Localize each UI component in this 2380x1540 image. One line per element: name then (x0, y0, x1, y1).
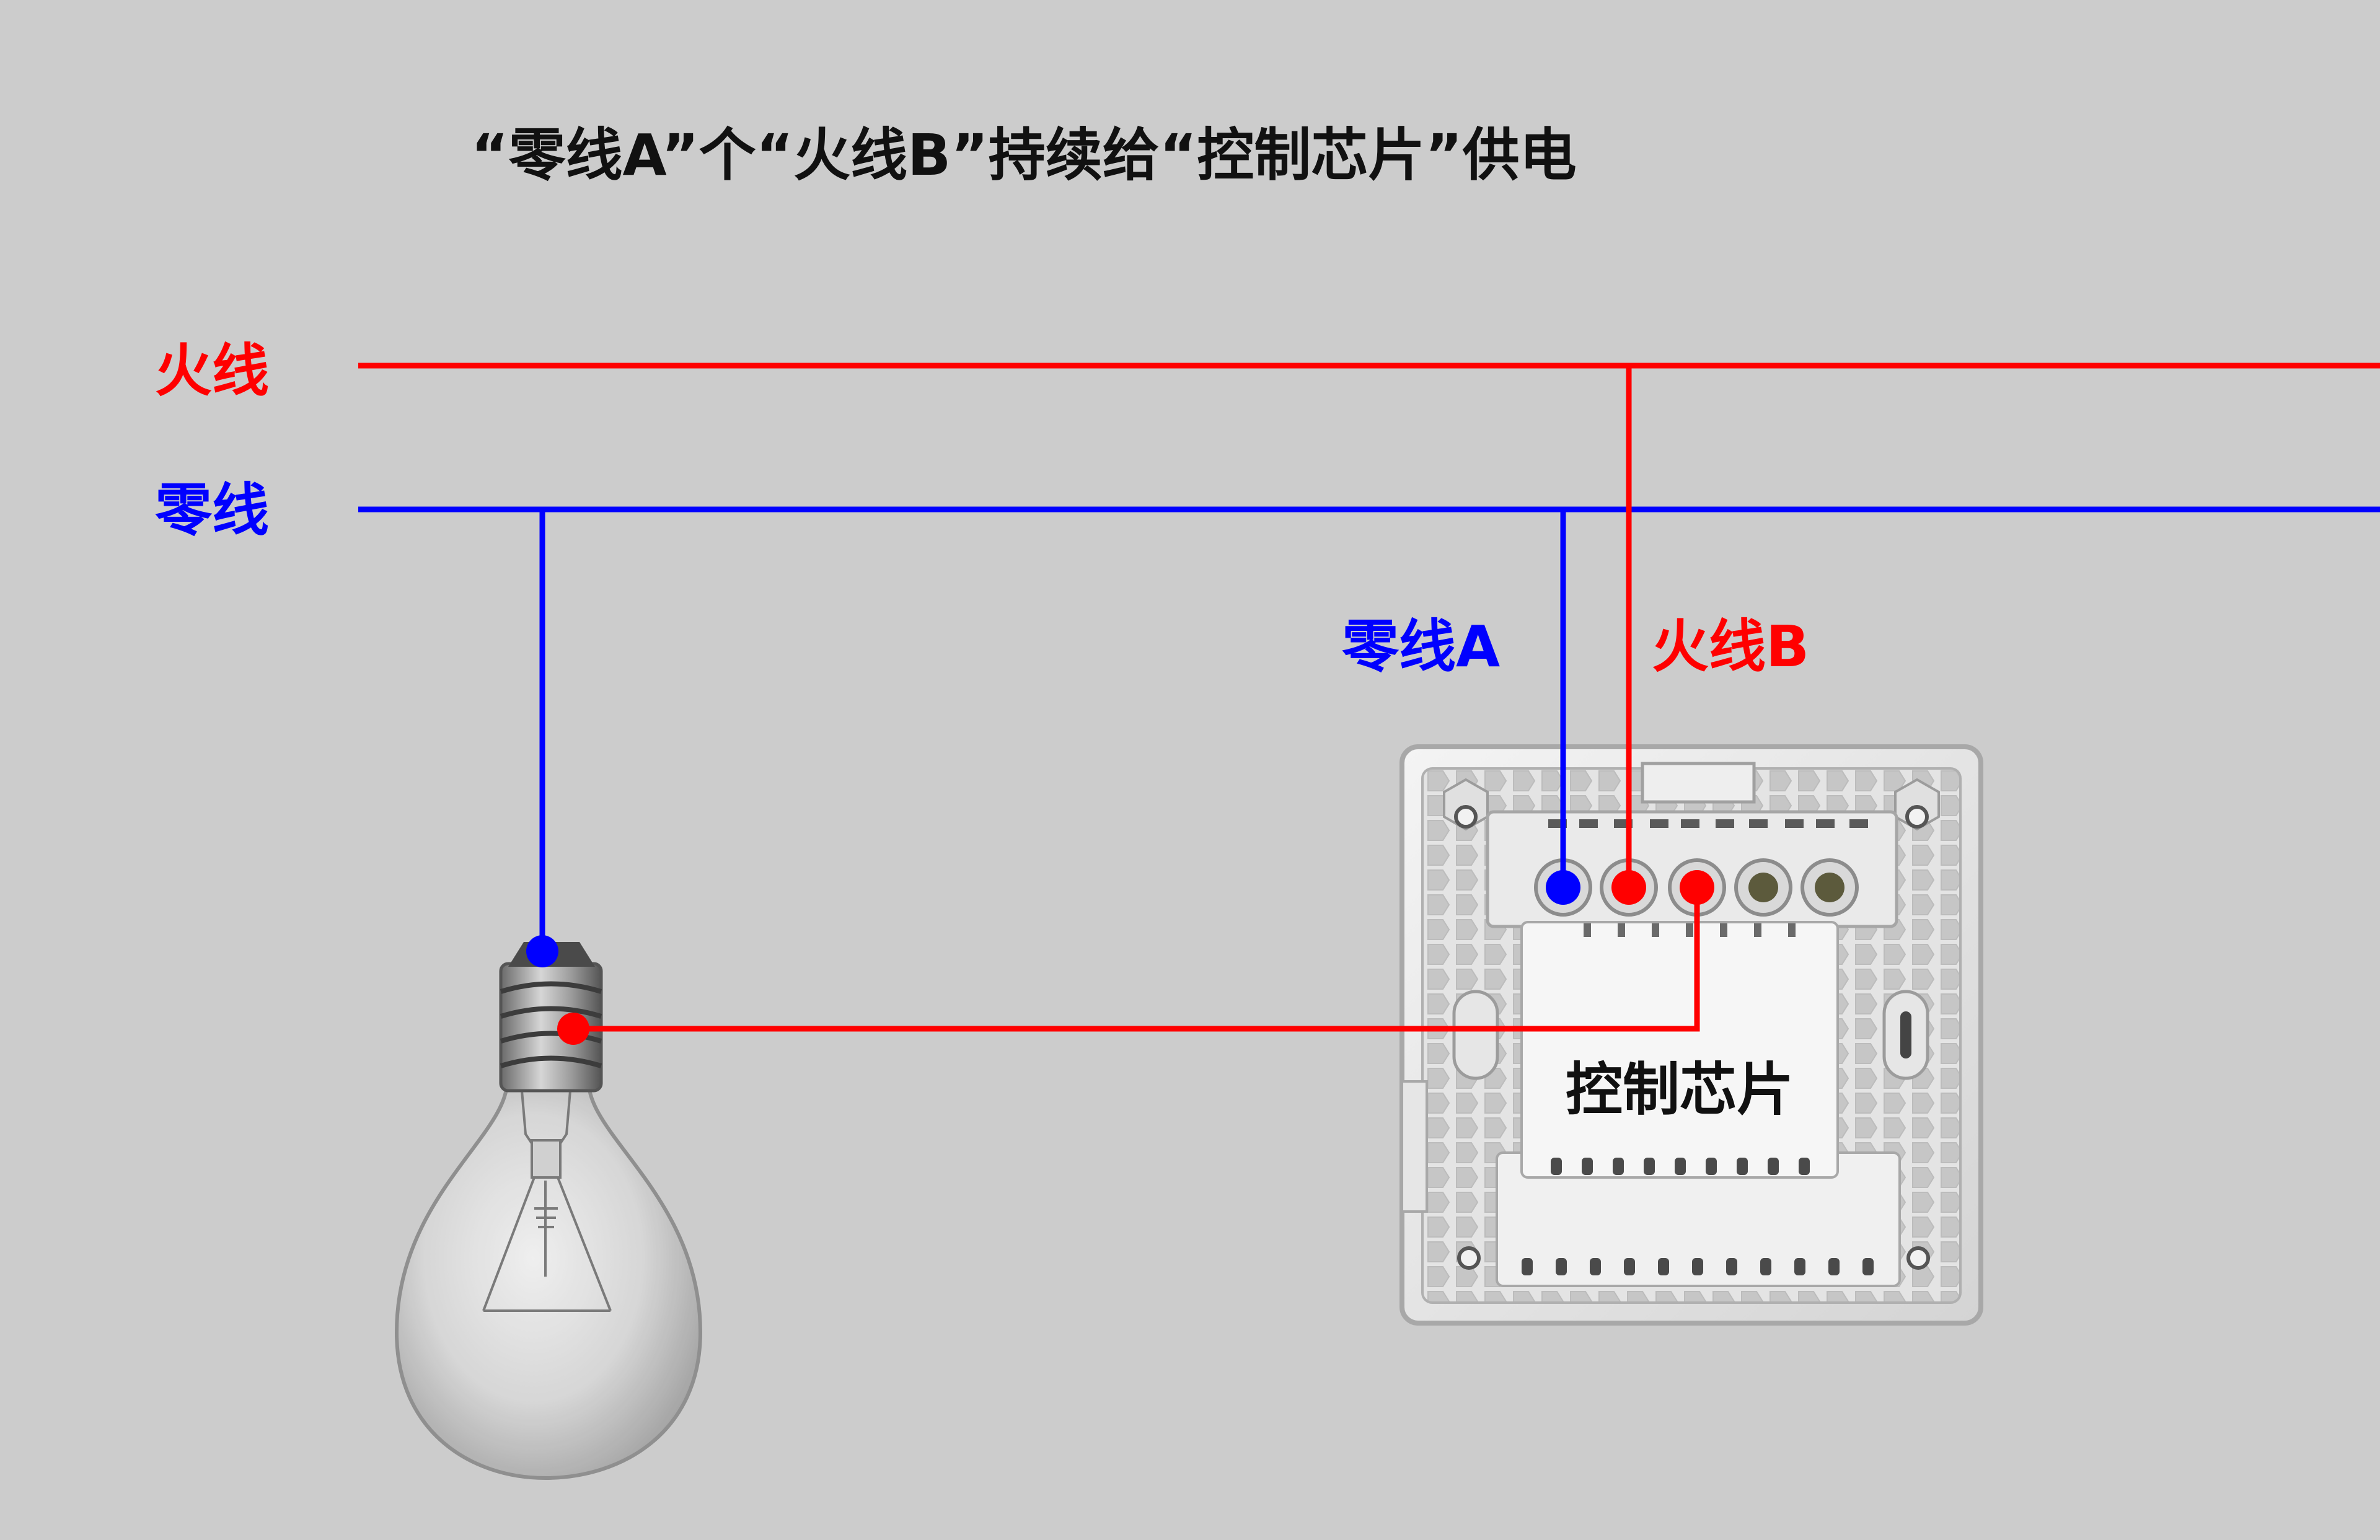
live-line-label: 火线 (155, 338, 269, 404)
chip-label: 控制芯片 (1566, 1057, 1794, 1123)
connection-points (526, 870, 1714, 1045)
chip-pins-top (1584, 923, 1796, 937)
switched-live-wire (573, 887, 1700, 1032)
chip-pins-bottom (1522, 1158, 1874, 1275)
switched-output-terminal (1680, 870, 1714, 905)
live-b-terminal (1611, 870, 1646, 905)
neutral-a-terminal (1546, 870, 1580, 905)
neutral-line-label: 零线 (155, 477, 269, 543)
page-title: “零线A”个“火线B”持续给“控制芯片”供电 (471, 122, 1577, 188)
bulb-live-contact (557, 1013, 589, 1045)
control-chip: 控制芯片 (1496, 921, 1901, 1287)
wires (358, 363, 2380, 1032)
neutral-a-label: 零线A (1342, 614, 1500, 680)
bulb-neutral-contact (526, 935, 558, 967)
switch-panel: 控制芯片 (1399, 744, 1983, 1326)
live-b-label: 火线B (1652, 614, 1809, 680)
bulb-filament (482, 1090, 612, 1312)
light-bulb (394, 942, 703, 1481)
